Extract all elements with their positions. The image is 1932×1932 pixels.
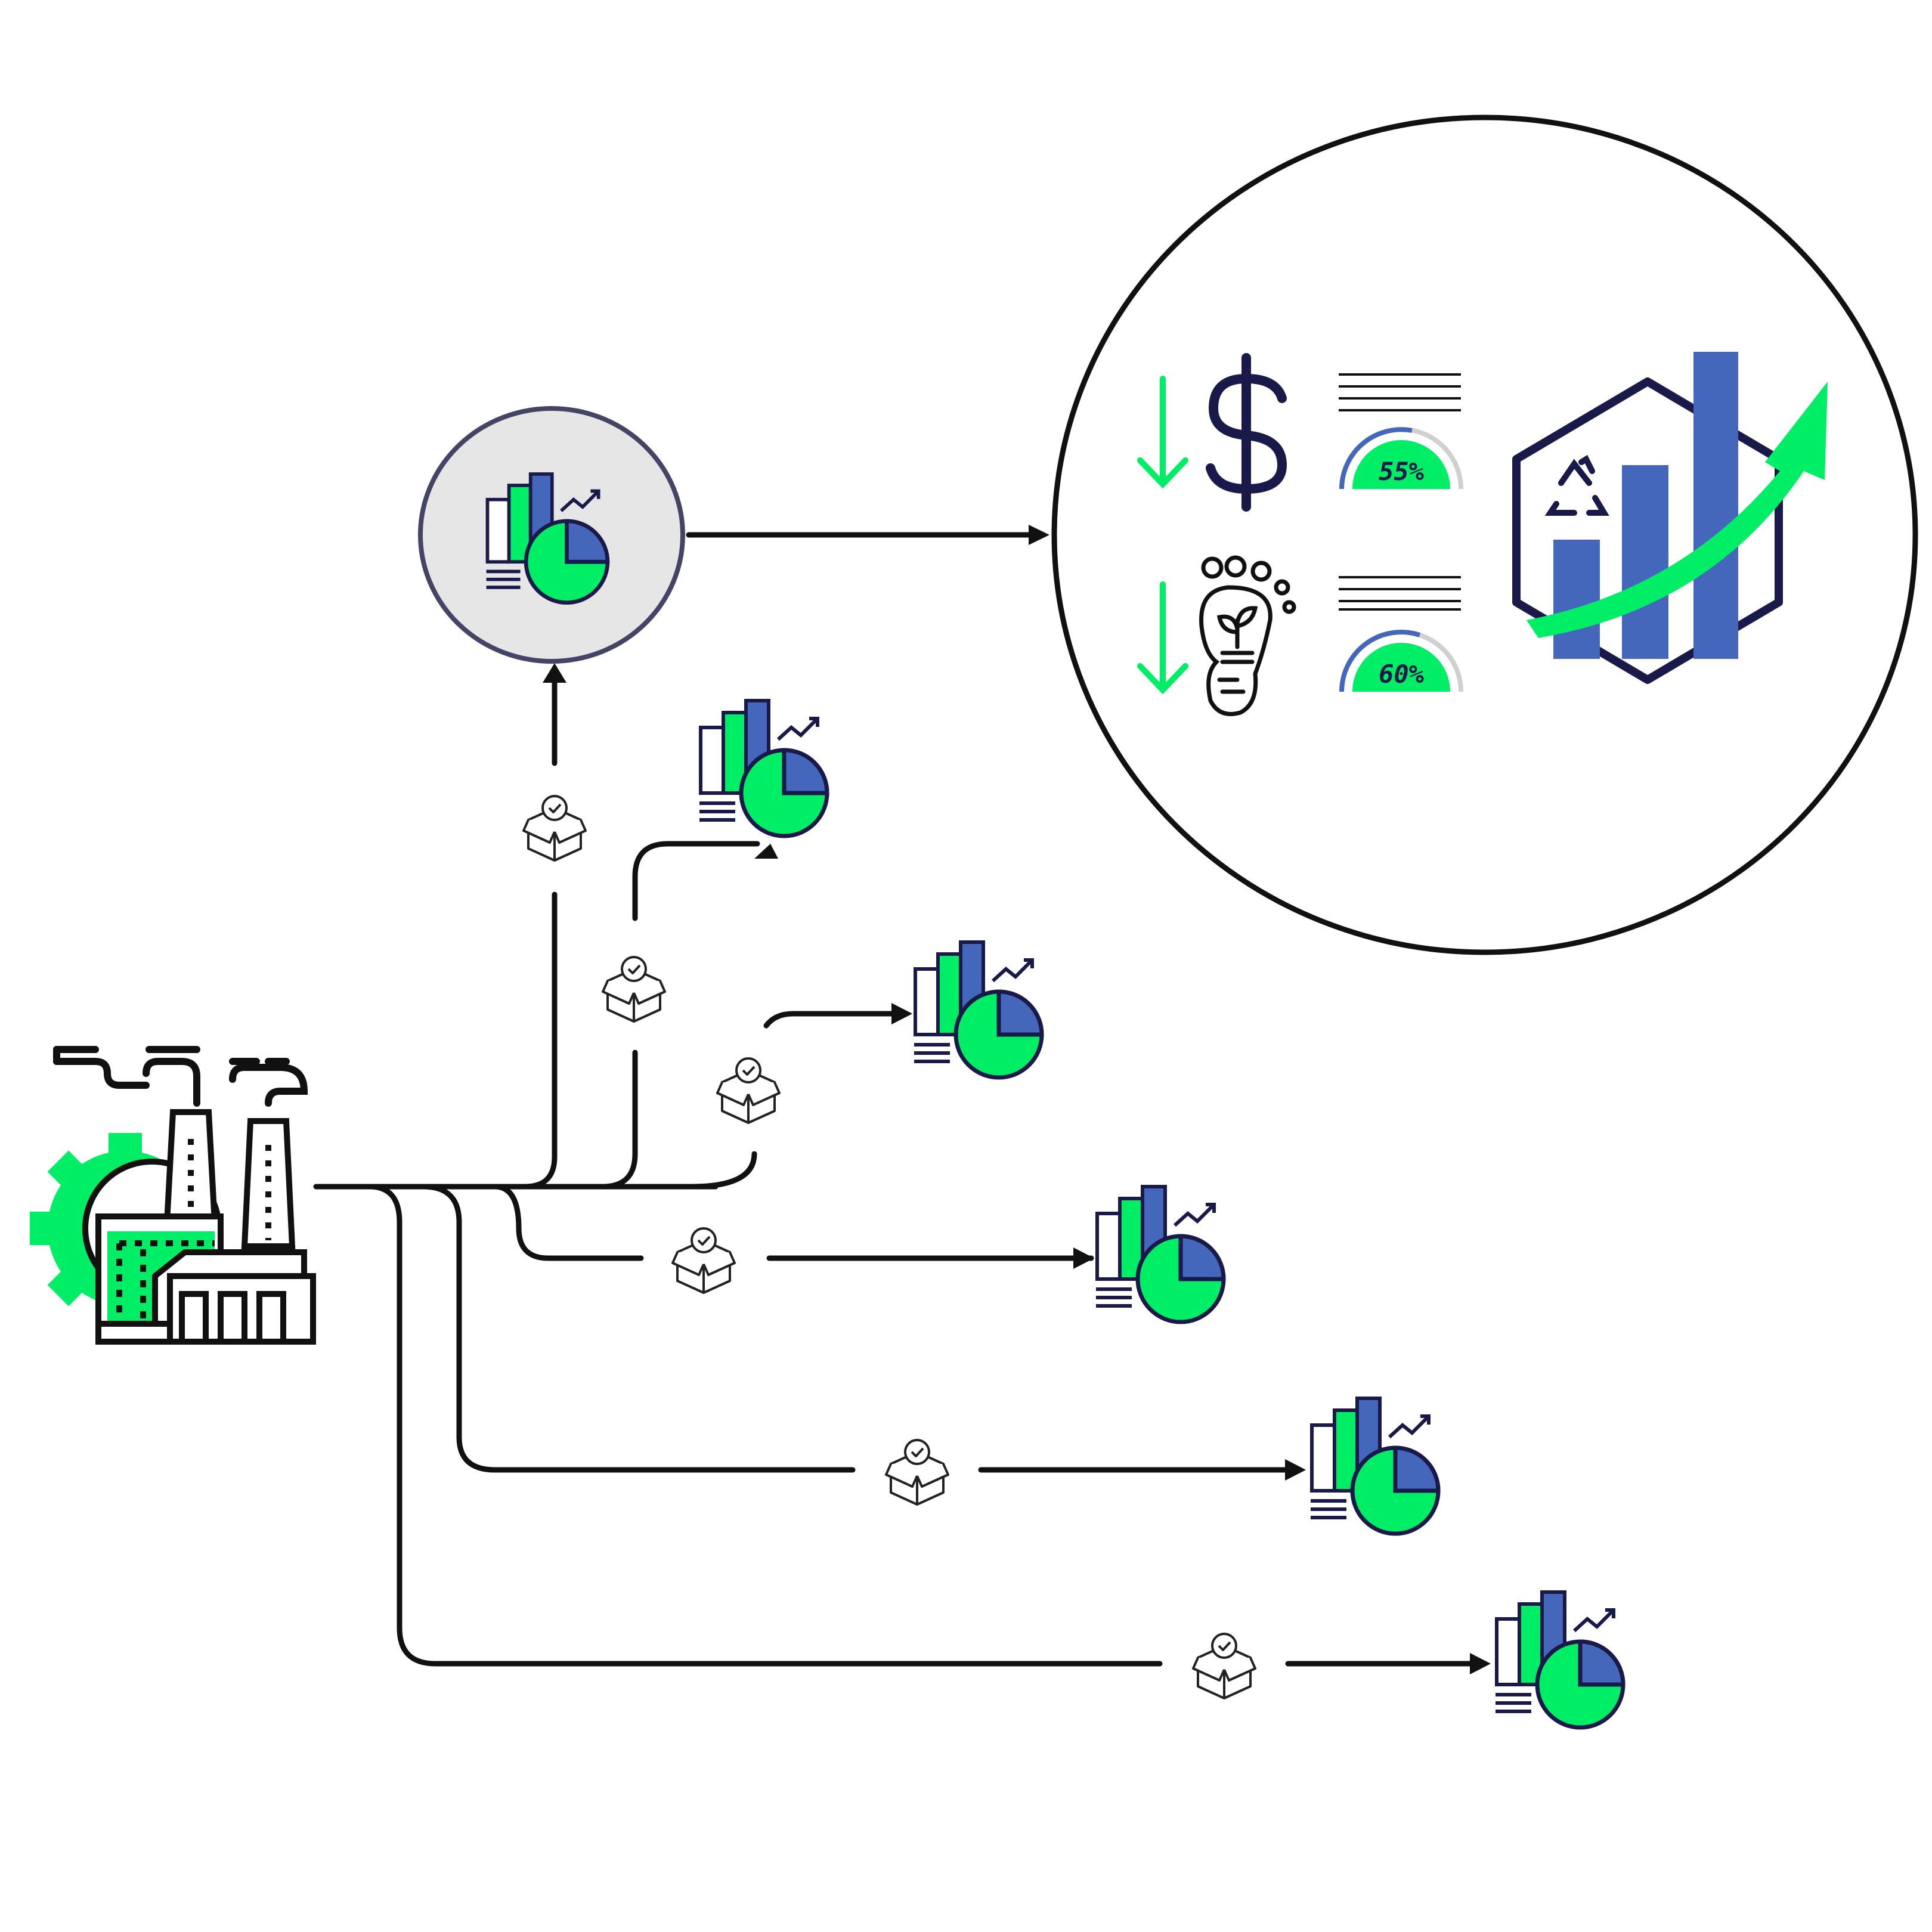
analytics-report-icon <box>1311 1398 1438 1534</box>
arrow-branch-2 <box>891 1003 912 1024</box>
carbon-footprint-icon <box>1199 555 1296 716</box>
cost-gauge: 55% <box>1339 427 1463 490</box>
branch-2-top <box>763 1011 909 1029</box>
arrow-branch-1 <box>754 844 778 859</box>
recycle-icon <box>1544 454 1609 516</box>
package-check-icon <box>885 1439 949 1506</box>
footprint-text-lines <box>1339 576 1461 611</box>
branch-1-top <box>632 841 760 921</box>
factory-icon <box>30 1046 316 1345</box>
arrow-down-icon <box>1137 376 1188 489</box>
analytics-report-icon <box>699 701 827 836</box>
branch-5 <box>367 1184 1163 1667</box>
arrow-down-icon <box>1137 581 1188 695</box>
package-check-icon <box>522 795 587 862</box>
package-check-icon <box>671 1227 736 1294</box>
arrow-branch-5 <box>1470 1653 1491 1674</box>
branch-1 <box>599 1049 638 1190</box>
cost-gauge-label: 55% <box>1379 457 1424 486</box>
analytics-report-icon <box>1096 1187 1224 1322</box>
arrow-branch-3 <box>1073 1247 1094 1269</box>
arrow-to-summary <box>1029 525 1049 545</box>
branch-hub <box>522 891 558 1190</box>
package-check-icon <box>716 1057 781 1124</box>
package-check-icon <box>602 956 666 1023</box>
footprint-gauge: 60% <box>1339 630 1463 692</box>
branch-2 <box>689 1151 757 1190</box>
analytics-report-icon <box>914 942 1042 1078</box>
connector-lines <box>313 532 1485 1667</box>
growth-chart-recycle-icon <box>1512 349 1828 684</box>
cost-metric-row: 55% <box>1137 353 1463 512</box>
summary-circle: 55% <box>1051 114 1918 955</box>
cost-text-lines <box>1339 373 1461 411</box>
package-check-icon <box>1192 1633 1256 1699</box>
branch-4 <box>420 1184 856 1473</box>
arrow-branch-4 <box>1285 1459 1306 1481</box>
dollar-icon <box>1206 353 1287 512</box>
footprint-gauge-label: 60% <box>1379 660 1424 689</box>
arrowheads <box>543 525 1491 1674</box>
footprint-metric-row: 60% <box>1137 555 1463 716</box>
analytics-report-icon <box>1496 1592 1623 1727</box>
analysis-hub <box>418 406 685 664</box>
branch-3 <box>492 1184 644 1261</box>
arrow-to-hub <box>543 663 566 683</box>
